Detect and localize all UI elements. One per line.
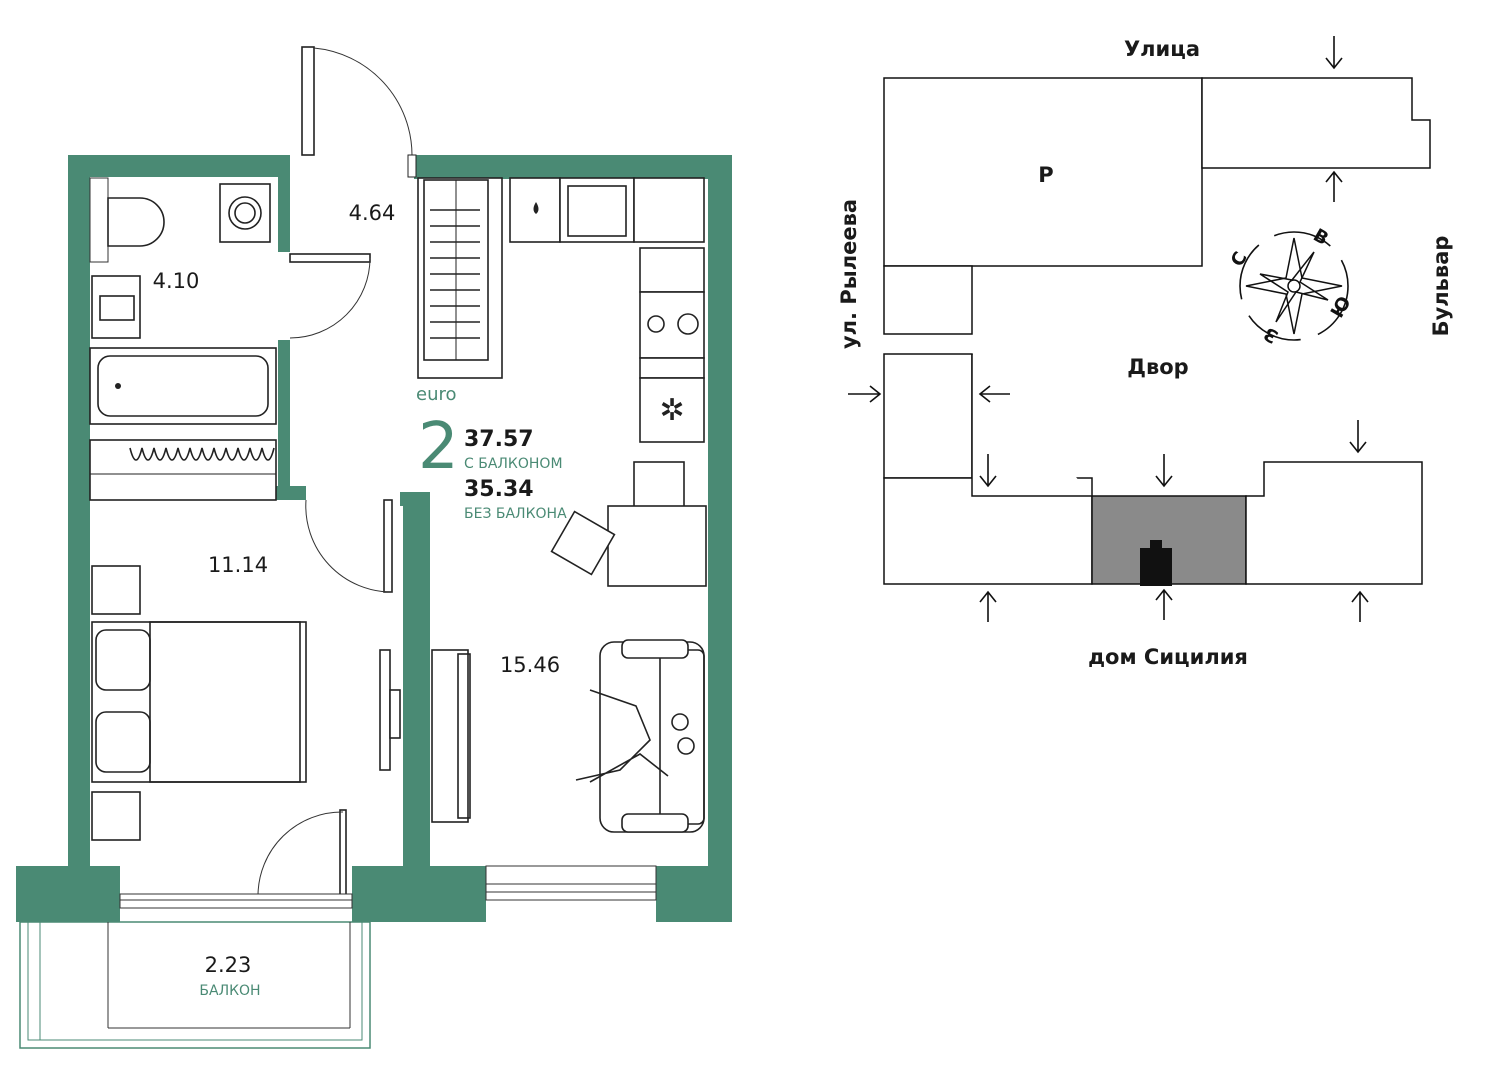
- stove-icon: [639, 291, 705, 359]
- wall-left: [68, 155, 90, 870]
- compass-south: Ю: [1327, 293, 1356, 322]
- apartment-plan: ✲: [16, 46, 732, 1049]
- compass-east: В: [1310, 225, 1332, 250]
- yard-label: Двор: [1127, 355, 1188, 379]
- entrance-marker: [1140, 548, 1172, 586]
- compass-north: С: [1227, 248, 1252, 270]
- living-furniture: [431, 639, 705, 833]
- house-label: дом Сицилия: [1088, 645, 1248, 669]
- wall-bottom-right: [656, 866, 732, 922]
- rooms-count: 2: [418, 410, 459, 484]
- wall-bottom-left: [16, 866, 120, 922]
- entry-arrows: [848, 36, 1369, 622]
- compass-icon: С В Ю З: [1227, 225, 1356, 347]
- compass-west: З: [1260, 322, 1282, 347]
- bedroom-area: 11.14: [208, 553, 268, 577]
- living-area: 15.46: [500, 653, 560, 677]
- sink-icon: [91, 275, 141, 339]
- without-balcony-label: БЕЗ БАЛКОНА: [464, 506, 567, 522]
- washing-machine-icon: [219, 183, 271, 243]
- bath-window: [89, 177, 109, 263]
- with-balcony-label: С БАЛКОНОМ: [464, 456, 563, 472]
- hall-wardrobe: [417, 177, 503, 379]
- toilet-icon: [107, 197, 165, 247]
- layout-type: euro: [416, 384, 457, 405]
- bathroom-door[interactable]: [289, 253, 371, 339]
- living-window: [485, 865, 657, 901]
- balcony-door[interactable]: [257, 809, 347, 897]
- parking-label: P: [1038, 163, 1053, 187]
- bedroom-furniture: [91, 565, 401, 841]
- bathroom-area: 4.10: [153, 269, 200, 293]
- bath-wardrobe: [89, 439, 277, 501]
- street-top-label: Улица: [1124, 37, 1200, 61]
- total-without-balcony: 35.34: [464, 477, 534, 502]
- tv-stand: [431, 649, 469, 823]
- wall-bottom-mid: [352, 866, 486, 922]
- wall-bath-top: [278, 176, 290, 252]
- balcony-label: БАЛКОН: [199, 983, 260, 999]
- wall-partition-lower: [408, 703, 430, 867]
- bed-icon: [91, 621, 307, 783]
- total-with-balcony: 37.57: [464, 427, 534, 452]
- balcony: [19, 893, 371, 1049]
- hall-area: 4.64: [349, 201, 396, 225]
- wall-right: [708, 155, 732, 922]
- bathroom-fixtures: [89, 177, 277, 501]
- wall-top-left: [68, 155, 290, 177]
- site-plan: Улица ул. Рылеева Бульвар Двор дом Сицил…: [837, 36, 1453, 669]
- svg-text:✲: ✲: [659, 393, 684, 428]
- sofa-icon: [599, 641, 705, 833]
- street-left-label: ул. Рылеева: [837, 199, 861, 349]
- fridge-icon: [639, 377, 705, 443]
- people-icon: [575, 689, 669, 783]
- street-right-label: Бульвар: [1429, 236, 1453, 337]
- dining-set: [550, 461, 707, 587]
- kitchen-sink: [559, 177, 635, 243]
- kitchen: ✲: [509, 177, 705, 443]
- parking-building: [883, 77, 1203, 267]
- wall-top-right: [414, 155, 732, 179]
- entrance-door[interactable]: [301, 46, 417, 178]
- balcony-area: 2.23: [205, 953, 252, 977]
- wall-bath-bottom: [278, 340, 290, 492]
- bedroom-door[interactable]: [305, 499, 393, 593]
